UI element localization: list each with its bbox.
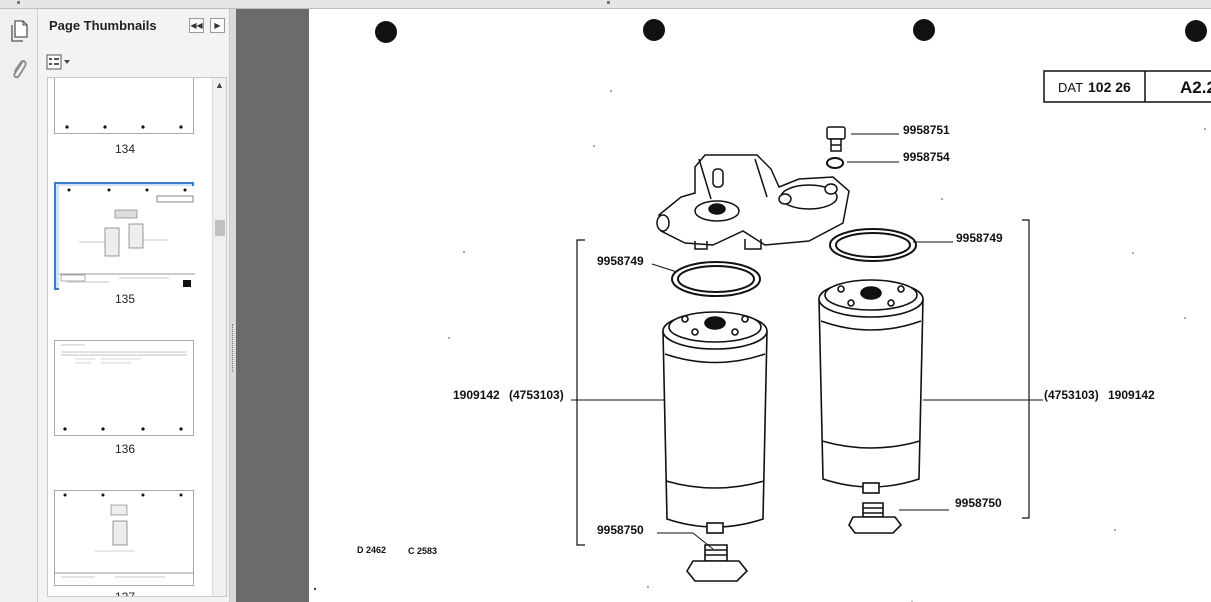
- scroll-up-icon[interactable]: ▲: [215, 80, 224, 90]
- section-code: A2.2: [1180, 78, 1211, 97]
- ref-4753103-right: (4753103): [1044, 388, 1099, 402]
- strip-mark: [607, 1, 610, 4]
- thumbnail-page-134[interactable]: [54, 78, 194, 134]
- document-page: DAT 102 26 A2.2 9958751 9958754: [309, 9, 1211, 602]
- drawing-code-d: D 2462: [357, 545, 386, 555]
- part-9958749-right: 9958749: [956, 231, 1003, 245]
- binder-hole: [913, 19, 935, 41]
- seal-ring-right: [829, 228, 917, 262]
- thumbnail-label: 134: [114, 142, 136, 156]
- ref-4753103-left: (4753103): [509, 388, 564, 402]
- panel-title: Page Thumbnails: [49, 18, 157, 33]
- thumbnail-page-136[interactable]: [54, 340, 194, 436]
- dat-number: 102 26: [1088, 79, 1131, 95]
- part-9958754: 9958754: [903, 150, 950, 164]
- part-9958749-left: 9958749: [597, 254, 644, 268]
- group-bracket-left: [576, 239, 585, 546]
- splitter-grip[interactable]: [232, 324, 234, 372]
- bolt: [826, 126, 846, 152]
- thumbnail-options-button[interactable]: [46, 53, 72, 71]
- binder-hole: [643, 19, 665, 41]
- thumbnail-label: 137: [114, 590, 136, 597]
- thumbnail-page-137[interactable]: [54, 490, 194, 586]
- page-thumbnails-panel: Page Thumbnails ◀◀ ▶ 134: [38, 9, 230, 602]
- thumbnail-label: 136: [114, 442, 136, 456]
- thumbnail-page-135[interactable]: [54, 182, 195, 290]
- part-1909142-left: 1909142: [453, 388, 500, 402]
- group-bracket-right: [1022, 219, 1030, 519]
- part-1909142-right: 1909142: [1108, 388, 1155, 402]
- window-top-strip: [0, 0, 1211, 9]
- drain-screw-right: [848, 502, 903, 534]
- dat-label: DAT: [1058, 80, 1083, 95]
- collapse-panel-button[interactable]: ◀◀: [189, 18, 204, 33]
- page-thumbnails-icon[interactable]: [7, 18, 31, 44]
- thumbnail-scrollbar[interactable]: ▲: [212, 78, 226, 596]
- next-panel-button[interactable]: ▶: [210, 18, 225, 33]
- scroll-thumb[interactable]: [215, 220, 225, 236]
- part-9958750-right: 9958750: [955, 496, 1002, 510]
- header-box: [1043, 70, 1211, 103]
- binder-hole: [375, 21, 397, 43]
- filter-head: [656, 154, 850, 250]
- drawing-code-c: C 2583: [408, 546, 437, 556]
- filter-cartridge-right: [818, 279, 924, 494]
- seal-ring-left: [671, 261, 761, 297]
- navigation-rail: [0, 9, 38, 602]
- part-9958751: 9958751: [903, 123, 950, 137]
- binder-hole: [1185, 20, 1207, 42]
- strip-mark: [17, 1, 20, 4]
- thumbnail-label: 135: [114, 292, 136, 306]
- panel-splitter[interactable]: [230, 9, 236, 602]
- double-chevron-left-icon: ◀◀: [190, 21, 203, 30]
- options-menu-icon: [46, 54, 70, 70]
- washer: [826, 157, 844, 169]
- filter-cartridge-left: [662, 311, 768, 534]
- thumbnail-list[interactable]: 134 135: [47, 77, 227, 597]
- drain-screw-left: [686, 544, 749, 582]
- paperclip-icon[interactable]: [7, 56, 31, 82]
- part-9958750-left: 9958750: [597, 523, 644, 537]
- chevron-right-icon: ▶: [214, 21, 221, 30]
- parts-diagram: DAT 102 26 A2.2 9958751 9958754: [313, 19, 1211, 602]
